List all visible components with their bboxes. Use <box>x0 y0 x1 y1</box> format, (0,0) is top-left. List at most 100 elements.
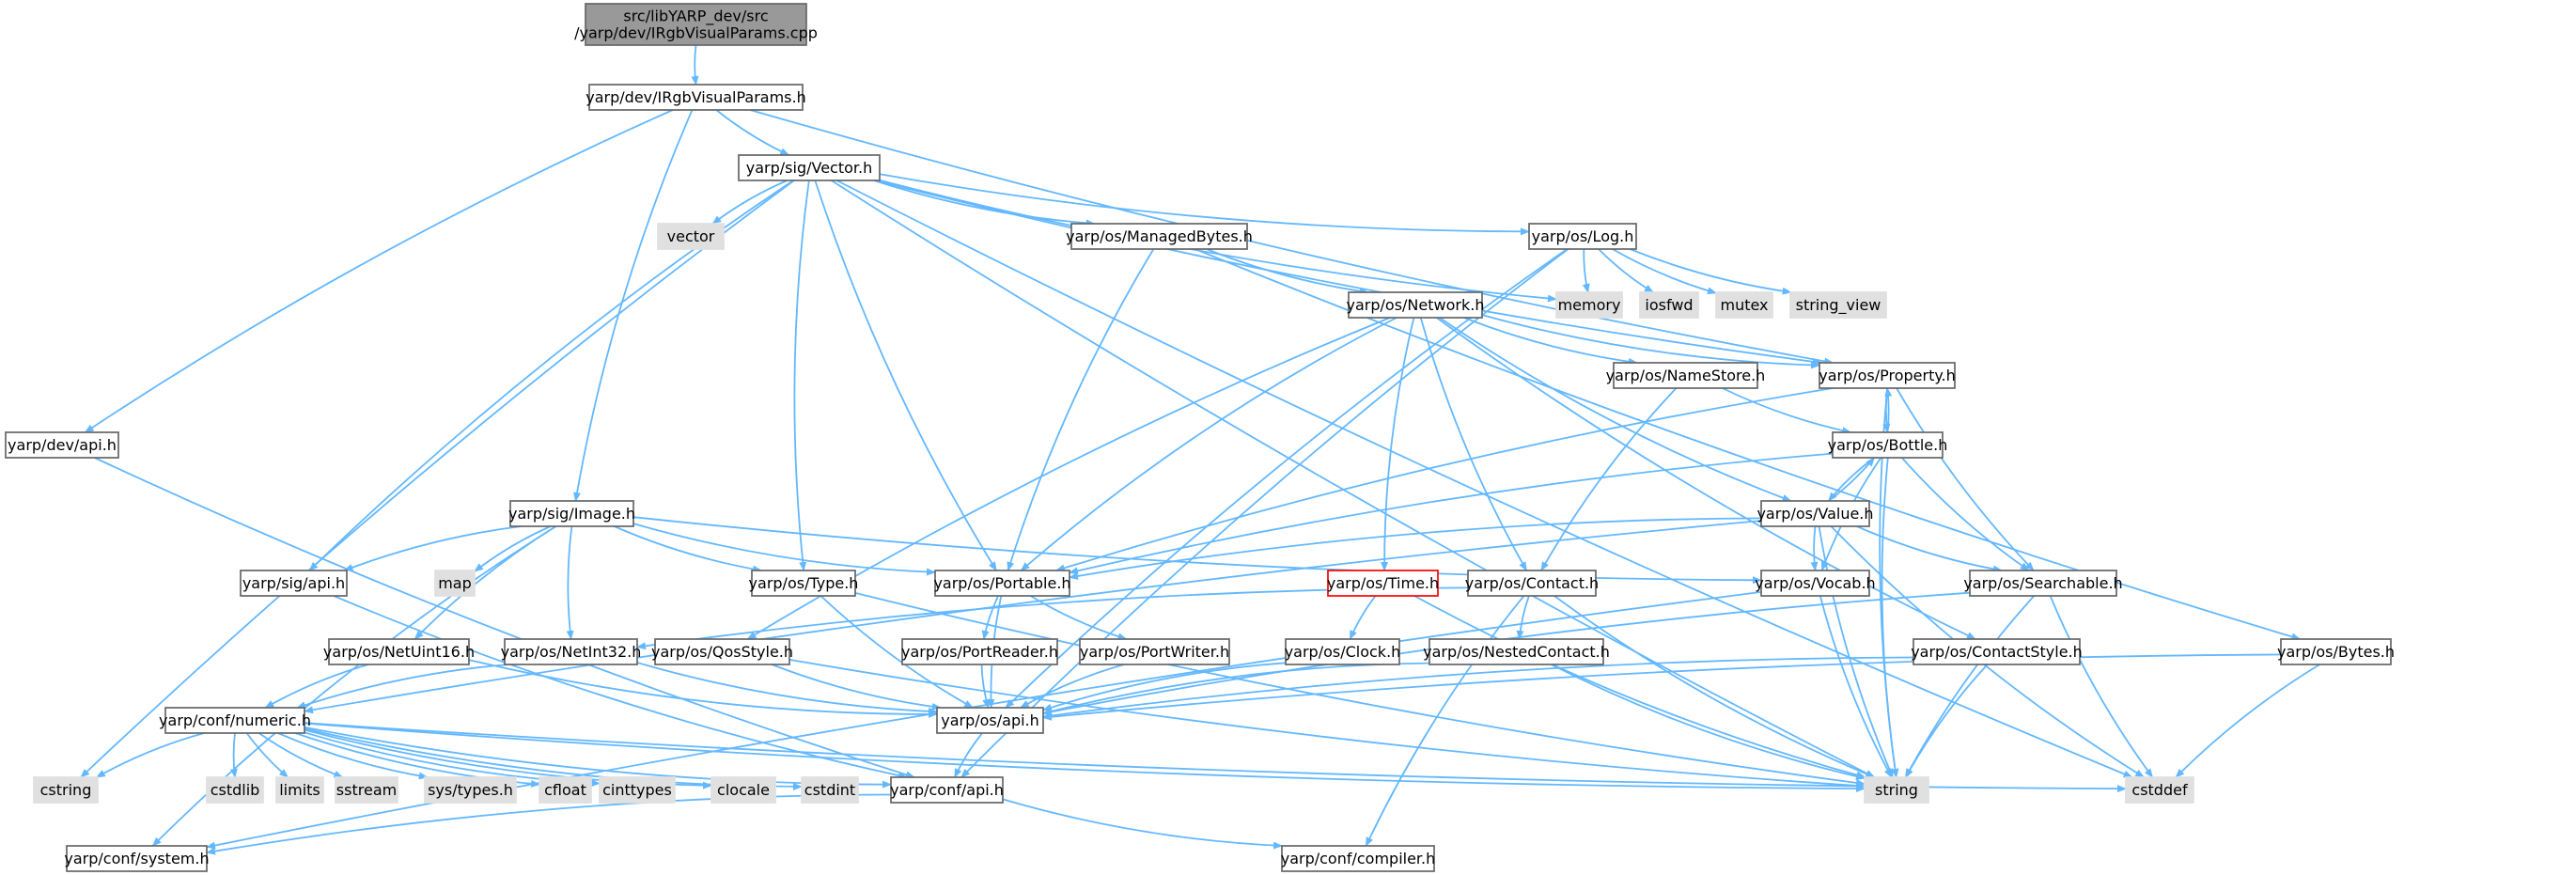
node-property[interactable]: yarp/os/Property.h <box>1819 362 1956 389</box>
node-label: yarp/conf/numeric.h <box>159 711 311 729</box>
node-netint32[interactable]: yarp/os/NetInt32.h <box>501 638 642 665</box>
node-box <box>710 776 776 804</box>
node-root[interactable]: src/libYARP_dev/src/yarp/dev/IRgbVisualP… <box>574 3 818 46</box>
edge-vocab-to-string <box>1819 595 1893 778</box>
node-value[interactable]: yarp/os/Value.h <box>1756 500 1874 527</box>
node-label: sstream <box>336 781 397 799</box>
node-sigapi[interactable]: yarp/sig/api.h <box>240 570 348 597</box>
node-label: yarp/os/Vocab.h <box>1755 574 1875 592</box>
node-contact[interactable]: yarp/os/Contact.h <box>1465 570 1599 597</box>
node-namestore[interactable]: yarp/os/NameStore.h <box>1606 362 1766 389</box>
node-bytes[interactable]: yarp/os/Bytes.h <box>2277 638 2395 665</box>
edge-property-to-searchable <box>1896 387 2035 571</box>
node-irgb[interactable]: yarp/dev/IRgbVisualParams.h <box>585 84 806 111</box>
node-vector_h[interactable]: yarp/sig/Vector.h <box>738 154 881 181</box>
edge-irgb-to-image_h <box>573 109 694 502</box>
node-box <box>1348 291 1483 319</box>
node-devapi[interactable]: yarp/dev/api.h <box>5 431 119 459</box>
node-box <box>801 776 859 804</box>
node-map: map <box>434 570 476 597</box>
edge-network-to-portable <box>1020 317 1397 571</box>
node-portable[interactable]: yarp/os/Portable.h <box>933 570 1071 597</box>
edge-vector_h-to-property <box>874 180 1822 366</box>
node-label: yarp/os/Value.h <box>1756 505 1873 523</box>
edge-portable-to-portwriter <box>1030 595 1128 641</box>
edge-irgb-to-devapi <box>84 109 674 433</box>
node-box <box>588 84 804 111</box>
node-portreader[interactable]: yarp/os/PortReader.h <box>901 638 1058 665</box>
edge-image_h-to-portable <box>632 523 936 576</box>
node-label: yarp/os/PortWriter.h <box>1080 643 1229 661</box>
edge-time_h-to-clock <box>1349 595 1377 640</box>
node-portwriter[interactable]: yarp/os/PortWriter.h <box>1079 638 1230 665</box>
node-iosfwd: iosfwd <box>1639 291 1699 319</box>
node-nestedcontact[interactable]: yarp/os/NestedContact.h <box>1423 638 1610 665</box>
node-vocab[interactable]: yarp/os/Vocab.h <box>1755 570 1876 597</box>
node-box <box>657 223 725 250</box>
node-box <box>1079 638 1230 665</box>
node-box <box>934 570 1070 597</box>
node-limits: limits <box>275 776 324 804</box>
node-clocale: clocale <box>710 776 776 804</box>
edge-contact-to-string <box>1553 595 1876 778</box>
node-box <box>1429 638 1604 665</box>
node-box <box>1281 845 1435 872</box>
edge-value-to-numeric <box>304 520 1762 714</box>
node-label: yarp/os/NetUint16.h <box>323 643 475 661</box>
edge-vector_h-to-log_h <box>879 173 1530 236</box>
edge-contact-to-compiler_h <box>1365 595 1525 847</box>
edge-irgb-to-property <box>750 109 1834 366</box>
node-managedbytes[interactable]: yarp/os/ManagedBytes.h <box>1066 223 1253 250</box>
node-confapi[interactable]: yarp/conf/api.h <box>890 776 1004 804</box>
edge-value-to-searchable <box>1856 525 2003 573</box>
edge-network-to-namestore <box>1463 317 1638 366</box>
node-box <box>936 707 1044 734</box>
node-label: cfloat <box>544 781 586 799</box>
edge-value-to-portable <box>1069 517 1762 580</box>
node-box <box>1715 291 1773 319</box>
node-clock[interactable]: yarp/os/Clock.h <box>1285 638 1401 665</box>
node-time_h[interactable]: yarp/os/Time.h <box>1327 570 1439 597</box>
node-box <box>1912 638 2081 665</box>
node-contactstyle[interactable]: yarp/os/ContactStyle.h <box>1911 638 2083 665</box>
edge-bytes-to-osapi <box>1042 653 2282 721</box>
node-label: vector <box>667 227 715 245</box>
node-qosstyle[interactable]: yarp/os/QosStyle.h <box>651 638 793 665</box>
node-label: clocale <box>717 781 770 799</box>
edge-vector_h-to-type_h <box>793 180 810 571</box>
edge-image_h-to-type_h <box>614 525 762 573</box>
edge-vector_h-to-memory <box>879 179 1557 303</box>
node-string_view: string_view <box>1789 291 1887 319</box>
node-label: yarp/dev/IRgbVisualParams.h <box>585 88 805 106</box>
node-image_h[interactable]: yarp/sig/Image.h <box>508 500 635 527</box>
node-label: cstdlib <box>211 781 260 799</box>
node-label: yarp/os/Log.h <box>1532 227 1634 245</box>
node-box <box>66 845 208 872</box>
node-label: sys/types.h <box>428 781 513 799</box>
edge-time_h-to-string <box>1413 595 1866 779</box>
node-label: yarp/os/QosStyle.h <box>651 643 793 661</box>
node-network[interactable]: yarp/os/Network.h <box>1347 291 1485 319</box>
node-box <box>206 776 264 804</box>
node-numeric[interactable]: yarp/conf/numeric.h <box>159 707 311 734</box>
edge-contact-to-netint32 <box>636 586 1469 650</box>
node-box <box>1070 223 1248 250</box>
node-osapi[interactable]: yarp/os/api.h <box>936 707 1044 734</box>
node-label: yarp/sig/Image.h <box>508 505 635 523</box>
node-box <box>504 638 638 665</box>
node-log_h[interactable]: yarp/os/Log.h <box>1528 223 1637 250</box>
node-type_h[interactable]: yarp/os/Type.h <box>749 570 859 597</box>
edge-numeric-to-limits <box>245 732 289 778</box>
node-bottle[interactable]: yarp/os/Bottle.h <box>1828 431 1948 459</box>
edge-vector_h-to-cstring <box>80 180 795 778</box>
node-box <box>328 638 470 665</box>
edges-layer <box>80 44 2320 855</box>
node-box <box>1760 500 1870 527</box>
node-box <box>2125 776 2194 804</box>
node-compiler_h[interactable]: yarp/conf/compiler.h <box>1281 845 1436 872</box>
node-netuint16[interactable]: yarp/os/NetUint16.h <box>323 638 475 665</box>
edge-network-to-time_h <box>1381 317 1415 571</box>
node-searchable[interactable]: yarp/os/Searchable.h <box>1963 570 2123 597</box>
node-system_h[interactable]: yarp/conf/system.h <box>64 845 210 872</box>
